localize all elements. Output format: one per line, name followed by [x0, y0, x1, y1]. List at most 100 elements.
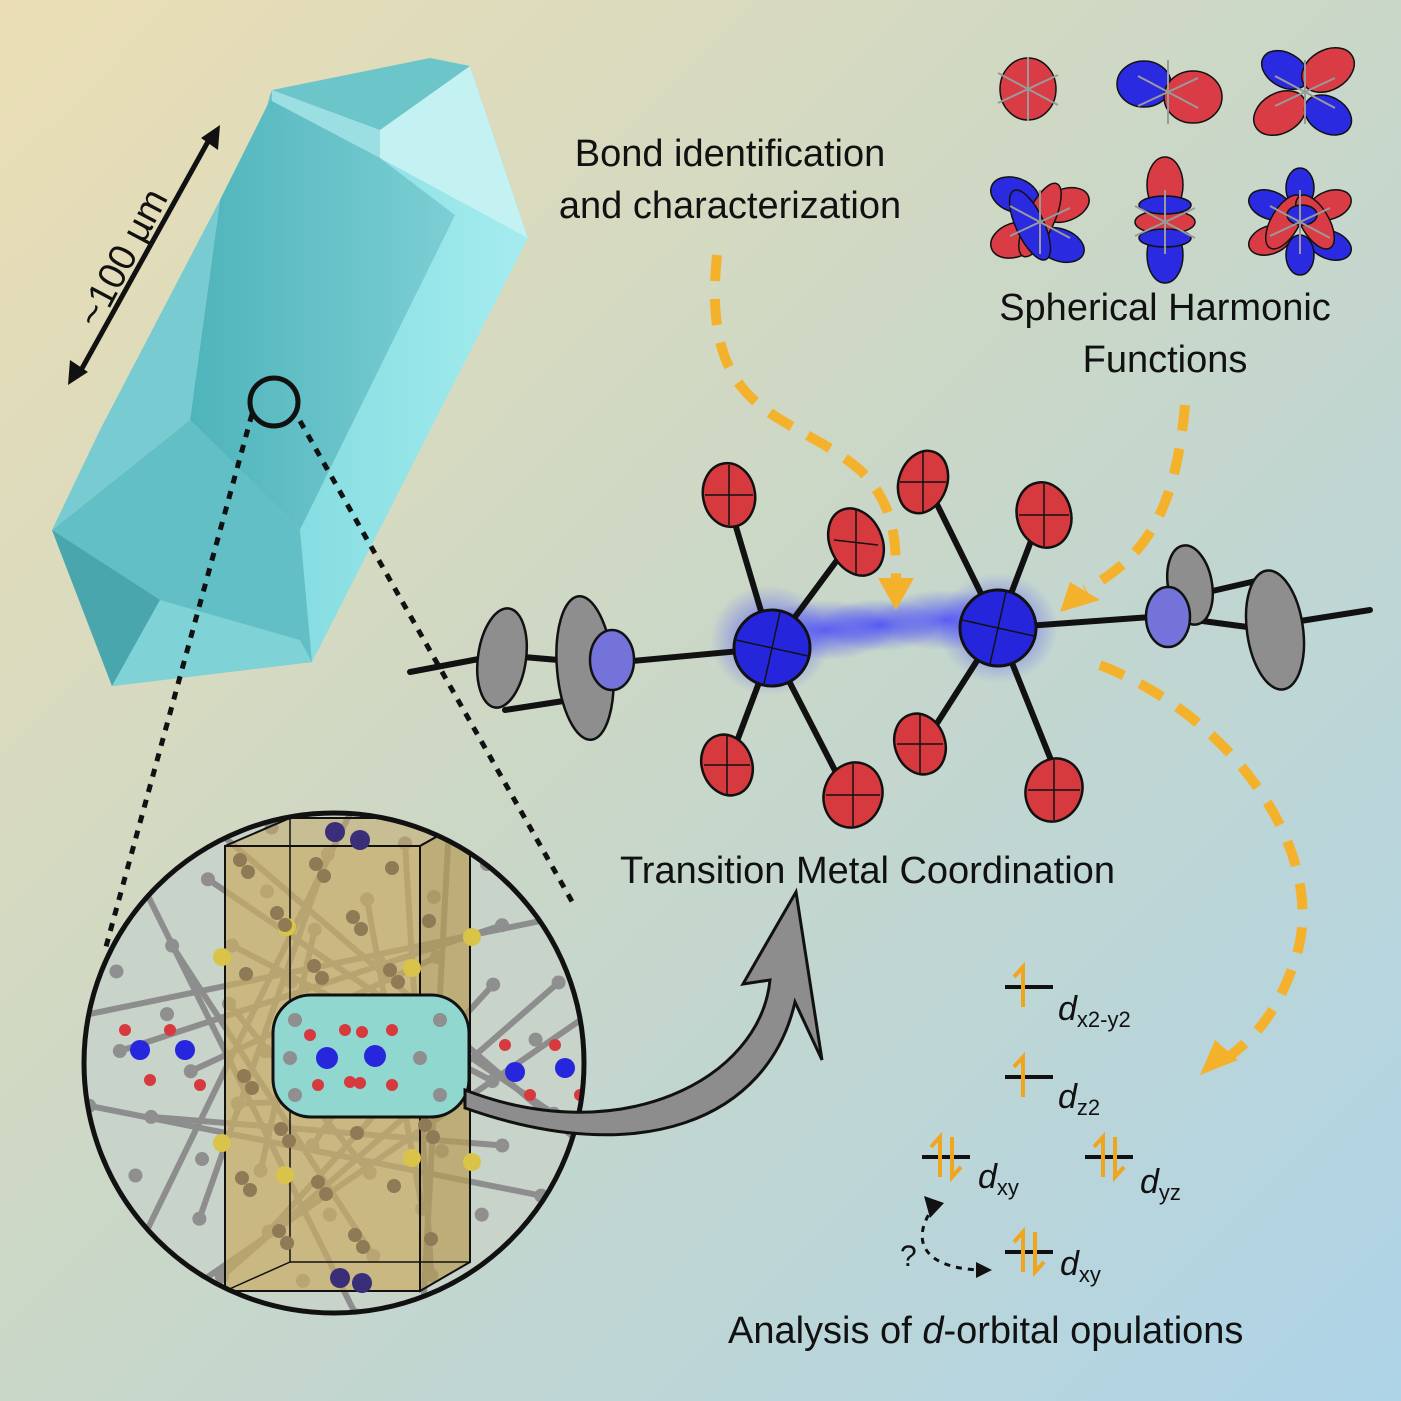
cell-metal — [350, 830, 370, 850]
cluster-oxygen — [356, 1026, 368, 1038]
lattice-oxygen — [499, 1039, 511, 1051]
lattice-metal — [555, 1058, 575, 1078]
cell-metal — [352, 1273, 372, 1293]
sulfur-atom — [213, 1134, 231, 1152]
lattice-oxygen — [524, 1089, 536, 1101]
spin-down-arrow — [1113, 1137, 1126, 1183]
zoom-guide-left — [101, 413, 255, 955]
spin-up-arrow — [1012, 1051, 1025, 1097]
lattice-oxygen — [144, 1074, 156, 1086]
cluster-carbon — [413, 1051, 427, 1065]
cell-metal — [325, 822, 345, 842]
spin-down-arrow — [950, 1137, 963, 1183]
cluster-carbon — [433, 1088, 447, 1102]
bond-label-line2: and characterization — [558, 185, 902, 227]
framework-atom — [346, 910, 360, 924]
framework-atom — [239, 967, 253, 981]
question-mark: ? — [900, 1240, 917, 1273]
lattice-atom — [485, 1074, 500, 1089]
framework-atom — [245, 1081, 259, 1095]
lattice-atom — [109, 964, 124, 979]
lattice-atom — [183, 1064, 198, 1079]
spin-up-arrow — [1012, 961, 1025, 1007]
framework-atom — [426, 1130, 440, 1144]
lattice-oxygen — [164, 1024, 176, 1036]
framework-atom — [309, 857, 323, 871]
energy-levels — [922, 961, 1133, 1278]
lattice-atom — [495, 1138, 510, 1153]
spherical-harmonics — [990, 46, 1355, 284]
unit-cell-edge — [224, 1261, 291, 1292]
lattice-atom — [551, 975, 566, 990]
cluster-metal — [364, 1045, 386, 1067]
cluster-metal — [316, 1047, 338, 1069]
sulfur-atom — [463, 1153, 481, 1171]
orbital-label-dz2: dz2 — [1058, 1078, 1101, 1120]
spin-up-arrow — [929, 1131, 942, 1177]
lattice-atom — [195, 1152, 210, 1167]
framework-atom — [385, 861, 399, 875]
coordination-label: Transition Metal Coordination — [620, 850, 1115, 892]
lattice-atom — [200, 872, 215, 887]
framework-atom — [391, 975, 405, 989]
framework-atom — [278, 918, 292, 932]
lattice-atom — [112, 1044, 127, 1059]
framework-atom — [422, 914, 436, 928]
cluster-oxygen — [312, 1079, 324, 1091]
cluster-carbon — [288, 1088, 302, 1102]
framework-atom — [348, 1228, 362, 1242]
cluster-carbon — [288, 1013, 302, 1027]
bond-label: Bond identification and characterization — [540, 128, 920, 232]
harmonic-label-line2: Functions — [1082, 339, 1248, 381]
lattice-atom — [192, 1211, 207, 1226]
bond-label-line1: Bond identification — [574, 133, 886, 175]
spin-up-arrow — [1012, 1226, 1025, 1272]
lattice-oxygen — [549, 1039, 561, 1051]
sulfur-atom — [276, 1166, 294, 1184]
framework-atom — [270, 906, 284, 920]
lattice-oxygen — [194, 1079, 206, 1091]
lattice-atom — [474, 1207, 489, 1222]
orbital-label-dxy-2: dxy — [1060, 1245, 1101, 1287]
lattice-atom — [165, 938, 180, 953]
lattice-atom — [528, 1032, 543, 1047]
lattice-atom — [495, 918, 510, 933]
framework-atom — [311, 1175, 325, 1189]
orbital-label-dyz: dyz — [1140, 1163, 1181, 1205]
framework-atom — [317, 869, 331, 883]
cluster-carbon — [433, 1013, 447, 1027]
framework-atom — [241, 865, 255, 879]
cluster-oxygen — [304, 1029, 316, 1041]
framework-atom — [237, 1069, 251, 1083]
harmonic-lobe — [1303, 94, 1353, 136]
framework-atom — [274, 1122, 288, 1136]
crystal — [52, 58, 528, 686]
cell-metal — [330, 1268, 350, 1288]
framework-atom — [315, 971, 329, 985]
scale-arrow — [68, 125, 220, 385]
framework-atom — [356, 1240, 370, 1254]
orbital-label-dxy-1: dxy — [978, 1158, 1019, 1200]
curved-arrow — [463, 887, 824, 1137]
lattice-metal — [505, 1062, 525, 1082]
zoom-marker — [247, 375, 301, 429]
cluster-oxygen — [386, 1079, 398, 1091]
spin-down-arrow — [1033, 1232, 1046, 1278]
analysis-label: Analysis of d-orbital opulations — [728, 1305, 1243, 1357]
sulfur-atom — [213, 948, 231, 966]
sulfur-atom — [403, 959, 421, 977]
lattice-metal — [175, 1040, 195, 1060]
cluster-carbon — [283, 1051, 297, 1065]
harmonic-lobe — [1301, 46, 1355, 94]
orbital-label-dx2y2: dx2-y2 — [1058, 990, 1131, 1032]
framework-atom — [243, 1183, 257, 1197]
framework-atom — [424, 1232, 438, 1246]
exchange-arrow — [920, 1196, 992, 1278]
framework-atom — [418, 1118, 432, 1132]
lattice-atom — [486, 977, 501, 992]
framework-atom — [272, 1224, 286, 1238]
molecule — [407, 449, 1373, 829]
orange-arrows — [710, 254, 1308, 1064]
